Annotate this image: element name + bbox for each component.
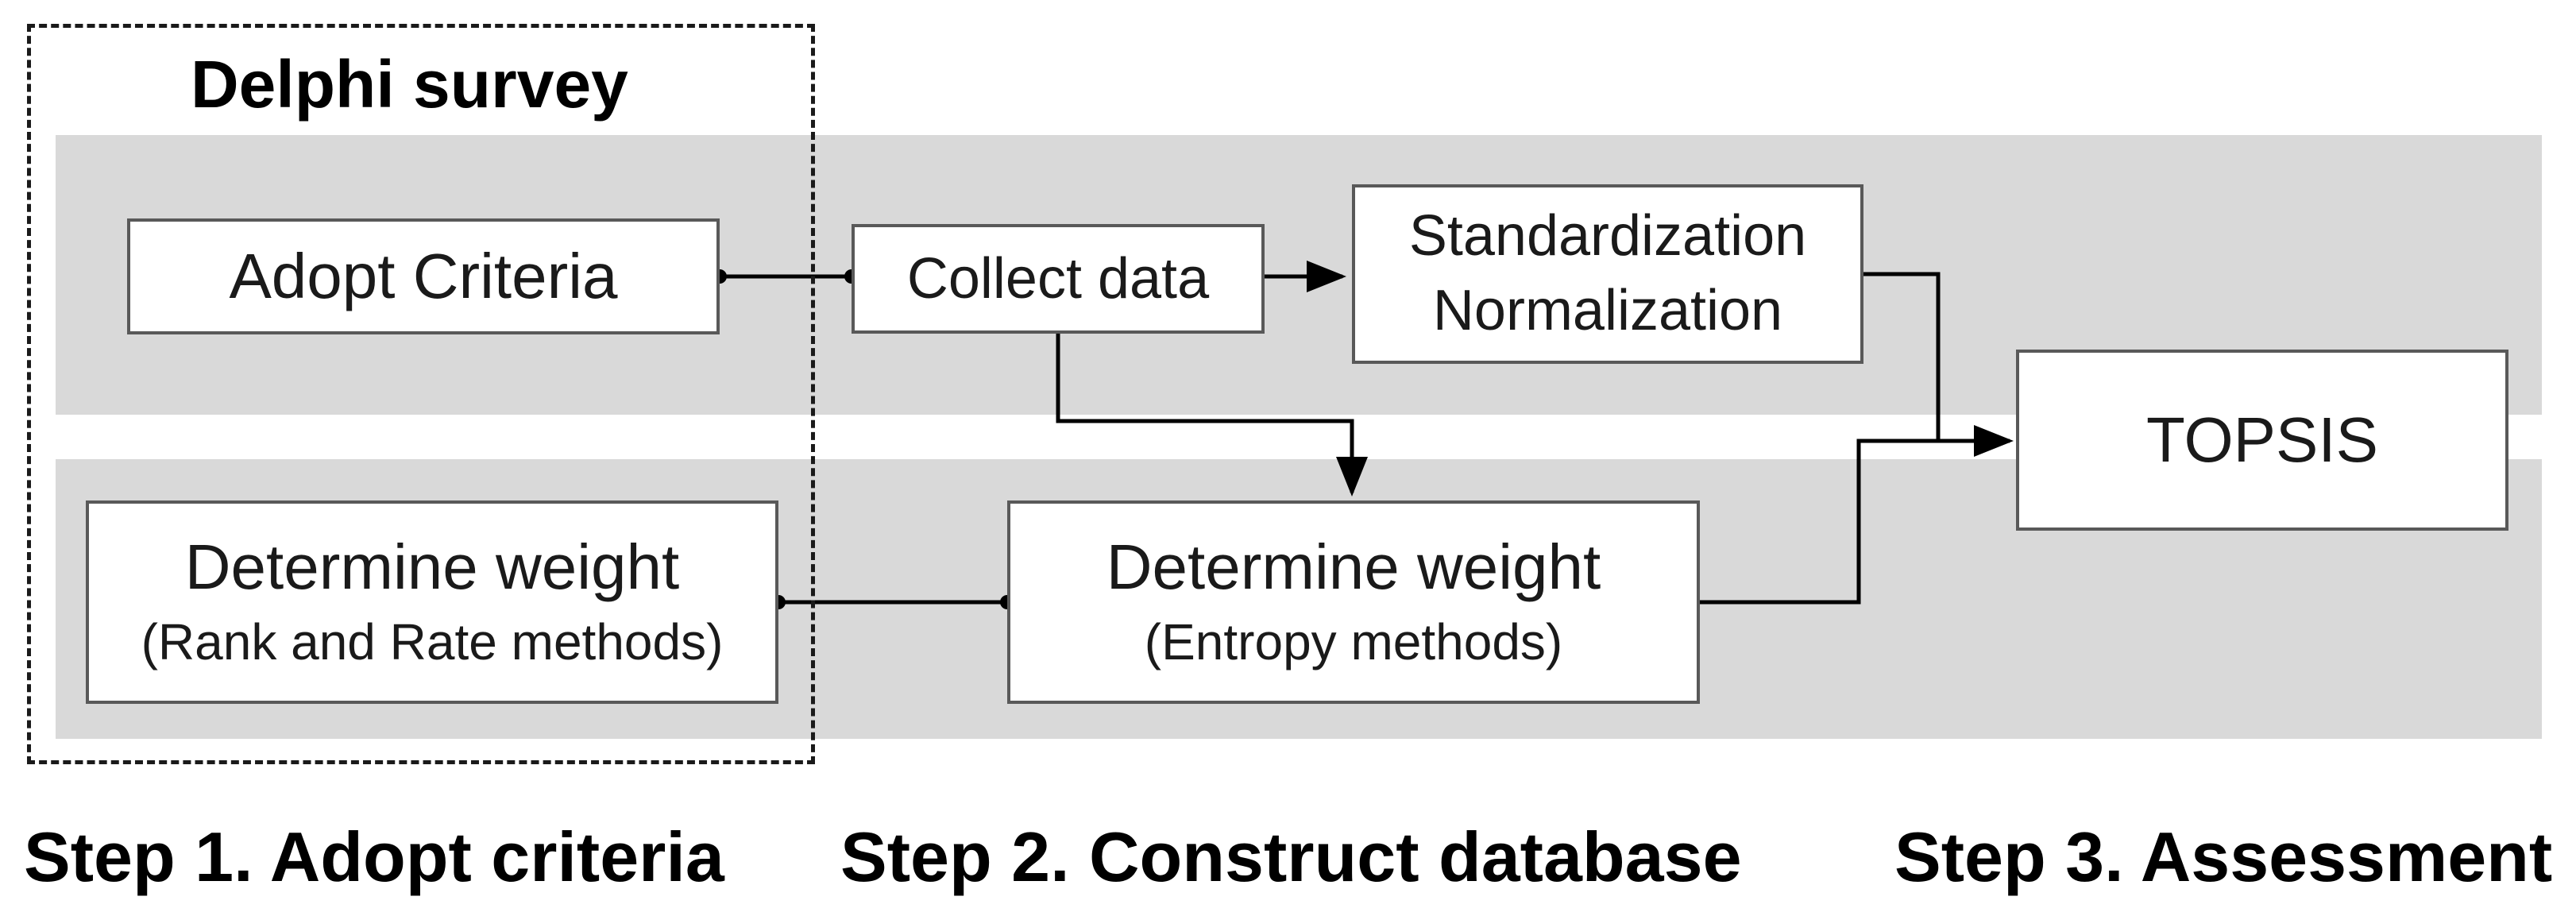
standardization-label: Standardization	[1408, 204, 1807, 269]
topsis-label: TOPSIS	[2146, 404, 2378, 475]
collect-data-box: Collect data	[852, 224, 1265, 334]
adopt-criteria-label: Adopt Criteria	[229, 241, 618, 311]
link-entropy-topsis	[1700, 439, 1938, 605]
rank-weight-box: Determine weight (Rank and Rate methods)	[86, 500, 778, 704]
standardization-box: Standardization Normalization	[1352, 184, 1863, 364]
rank-weight-subtitle: (Rank and Rate methods)	[141, 613, 724, 670]
step1-label: Step 1. Adopt criteria	[24, 817, 724, 896]
step2-label: Step 2. Construct database	[840, 817, 1742, 896]
entropy-weight-box: Determine weight (Entropy methods)	[1007, 500, 1700, 704]
delphi-survey-frame	[27, 24, 815, 764]
rank-weight-title: Determine weight	[184, 531, 680, 602]
entropy-weight-title: Determine weight	[1106, 531, 1601, 602]
normalization-label: Normalization	[1432, 279, 1783, 342]
collect-data-label: Collect data	[906, 246, 1210, 311]
topsis-box: TOPSIS	[2016, 350, 2508, 531]
entropy-weight-subtitle: (Entropy methods)	[1144, 613, 1563, 670]
arrow-collect-entropy	[1056, 334, 1368, 497]
arrow-standardization-topsis	[1863, 272, 2014, 457]
delphi-survey-title: Delphi survey	[191, 47, 628, 122]
step3-label: Step 3. Assessment	[1894, 817, 2553, 896]
adopt-criteria-box: Adopt Criteria	[127, 218, 720, 334]
